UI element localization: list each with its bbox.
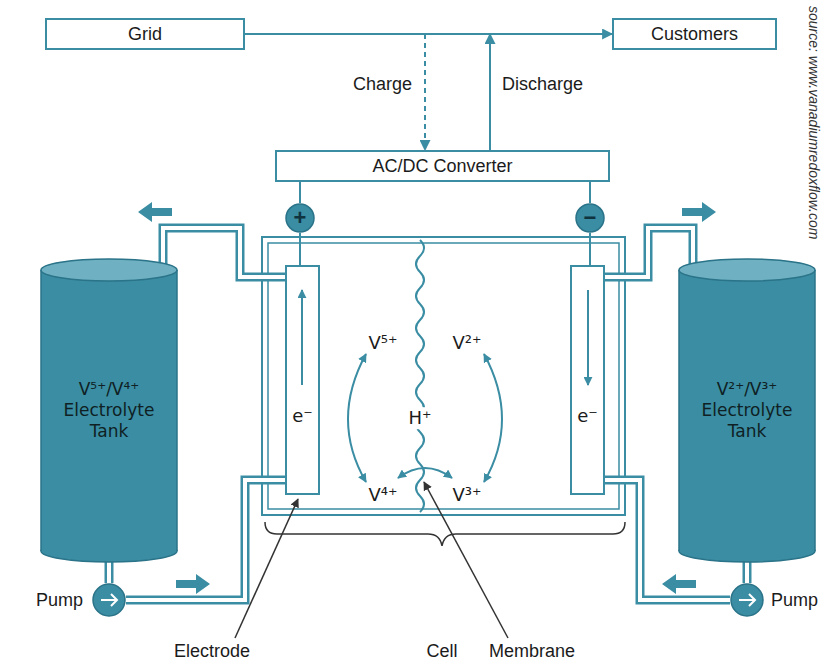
electrolyte-tank: V⁵⁺/V⁴⁺ Electrolyte Tank xyxy=(40,258,178,563)
pump-outline xyxy=(92,583,126,617)
grid-box: Grid xyxy=(45,18,245,50)
electrolyte-tank: V²⁺/V³⁺ Electrolyte Tank xyxy=(678,258,816,563)
membrane xyxy=(416,240,424,512)
reaction-arrow xyxy=(348,354,366,482)
leader-line xyxy=(424,482,508,638)
tank-side xyxy=(40,270,42,551)
negative-terminal: − xyxy=(575,203,605,233)
wire xyxy=(245,34,425,150)
pump-body xyxy=(731,584,763,616)
wire-line xyxy=(245,34,490,150)
edge-label: Charge xyxy=(353,74,412,96)
flow-arrow xyxy=(176,574,210,594)
flow-arrow xyxy=(682,202,716,222)
customers-box: Customers xyxy=(612,18,777,50)
ion-label: V⁴⁺ xyxy=(368,484,397,506)
wire xyxy=(590,182,591,203)
wire-line xyxy=(299,233,301,265)
electrode: e⁻ xyxy=(285,265,320,495)
ion-label: V³⁺ xyxy=(452,484,481,506)
tank-side xyxy=(814,270,816,551)
wire-line xyxy=(245,34,425,150)
part-label: Membrane xyxy=(489,641,575,663)
cell-brace xyxy=(265,522,625,546)
pump: Pump xyxy=(730,583,818,617)
electrode-outline xyxy=(285,265,320,495)
wire xyxy=(590,233,591,265)
node-text: + xyxy=(294,204,307,232)
pump-impeller xyxy=(739,594,755,606)
pump: Pump xyxy=(36,583,126,617)
pipe-bore xyxy=(163,228,285,277)
node-text: AC/DC Converter xyxy=(372,155,512,178)
part-label: Cell xyxy=(426,641,457,663)
node-text: e⁻ xyxy=(577,405,598,428)
edge-label: Discharge xyxy=(502,74,583,96)
tank-top xyxy=(41,259,177,281)
wire xyxy=(300,233,301,265)
electron-flow-arrow xyxy=(301,290,303,385)
node-text: Pump xyxy=(36,589,83,612)
wire xyxy=(245,34,490,150)
tank-side xyxy=(176,270,178,551)
part-label: Electrode xyxy=(174,641,250,663)
pump-outline xyxy=(730,583,764,617)
node-text: Pump xyxy=(771,589,818,612)
wire-line xyxy=(589,233,591,265)
source-note: source: www.vanadiumredoxflow.com xyxy=(805,6,822,239)
pump-impeller xyxy=(101,594,117,606)
flow-arrow xyxy=(138,202,172,222)
proton-arrow xyxy=(398,468,452,478)
tank-body xyxy=(41,270,177,551)
electrode-plate xyxy=(571,266,604,494)
node-text: − xyxy=(584,204,597,232)
ion-label: H⁺ xyxy=(406,407,433,429)
terminal-circle xyxy=(286,204,314,232)
ion-label: V⁵⁺ xyxy=(368,332,397,354)
wire-line xyxy=(589,182,591,203)
converter-box: AC/DC Converter xyxy=(275,150,610,182)
tank-body xyxy=(679,270,815,551)
pipe xyxy=(163,228,285,277)
electrode-plate xyxy=(286,266,319,494)
node-text: V⁵⁺/V⁴⁺ Electrolyte Tank xyxy=(53,379,165,443)
node-text: Customers xyxy=(651,23,738,46)
electrode: e⁻ xyxy=(570,265,605,495)
tank-side xyxy=(678,270,680,551)
electrode-outline xyxy=(570,265,605,495)
terminal-circle xyxy=(576,204,604,232)
pump-body xyxy=(93,584,125,616)
positive-terminal: + xyxy=(285,203,315,233)
flow-arrow xyxy=(662,574,696,594)
node-text: Grid xyxy=(128,23,162,46)
cell-housing-inner xyxy=(268,243,619,509)
reaction-arrow xyxy=(484,354,502,482)
ion-label: V²⁺ xyxy=(452,332,481,354)
wire-line xyxy=(299,182,301,203)
wire xyxy=(300,182,301,203)
electron-flow-arrow xyxy=(587,290,589,385)
node-text: e⁻ xyxy=(292,405,313,428)
node-text: V²⁺/V³⁺ Electrolyte Tank xyxy=(691,379,803,443)
tank-top xyxy=(679,259,815,281)
cell-housing xyxy=(262,237,625,515)
pipe-wall xyxy=(163,228,285,277)
